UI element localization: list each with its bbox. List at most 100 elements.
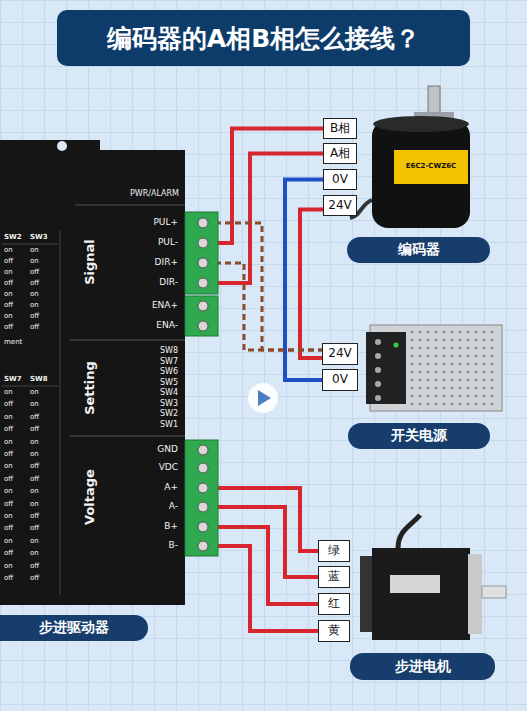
caption-pill: 步进电机	[350, 653, 495, 680]
encoder-drawing	[350, 86, 470, 228]
wire-label: 24V	[322, 343, 358, 365]
table-cell: off	[30, 313, 39, 321]
table-cell: off	[30, 324, 39, 332]
wire-label: 0V	[323, 169, 357, 190]
table-cell: on	[30, 247, 39, 255]
table-cell: off	[4, 575, 13, 583]
node-text: 0V	[332, 373, 348, 386]
table-cell: on	[4, 269, 13, 277]
node-text: 步进电机	[395, 659, 451, 674]
table-cell: off	[4, 280, 13, 288]
table-cell: off	[4, 550, 13, 558]
table-cell: on	[30, 550, 39, 558]
pin-label: SW2	[160, 410, 178, 419]
wire	[185, 129, 323, 244]
power-supply-drawing	[366, 325, 502, 411]
wire-label: B相	[323, 118, 357, 139]
node-text: 24V	[328, 347, 351, 360]
table-cell: on	[4, 563, 13, 571]
table-cell: on	[4, 389, 13, 397]
table-cell: on	[30, 258, 39, 266]
node-text: 步进驱动器	[39, 620, 109, 635]
node-text: 编码器	[398, 242, 440, 257]
table-cell: off	[4, 526, 13, 534]
table-cell: off	[30, 476, 39, 484]
table-cell: off	[30, 563, 39, 571]
table-cell: off	[30, 280, 39, 288]
table-cell: off	[30, 269, 39, 277]
pin-label: ENA-	[156, 321, 178, 331]
wire-label: A相	[323, 143, 357, 164]
node-text: 24V	[328, 199, 351, 212]
table-cell: off	[30, 575, 39, 583]
mount-hole	[57, 141, 67, 151]
table-cell: off	[4, 476, 13, 484]
table-cell: on	[4, 488, 13, 496]
table-cell: off	[4, 324, 13, 332]
wire-label: 蓝	[318, 566, 350, 588]
group-label: Voltage	[83, 469, 97, 525]
table-cell: off	[4, 302, 13, 310]
model-label: E6C2-CWZ6C	[406, 163, 457, 171]
node-text: A相	[330, 147, 350, 160]
wire-label: 黄	[318, 620, 350, 642]
title-banner: 编码器的A相B相怎么接线？	[57, 10, 470, 66]
wire-label: 绿	[318, 540, 350, 562]
divider	[70, 436, 185, 437]
wire-label: 0V	[322, 369, 358, 391]
pin-label: SW1	[160, 420, 178, 429]
wire	[185, 223, 322, 350]
pin-label: SW6	[160, 368, 178, 377]
table-cell: on	[30, 488, 39, 496]
table-line	[2, 386, 58, 387]
pin-label: DIR-	[159, 278, 178, 288]
table-cell: on	[30, 291, 39, 299]
pin-label: SW4	[160, 389, 178, 398]
pin-label: PUL+	[153, 218, 178, 228]
group-label: Signal	[83, 239, 97, 285]
node-text: B相	[330, 122, 350, 135]
table-cell: on	[4, 313, 13, 321]
table-cell: on	[30, 402, 39, 410]
node-text: 红	[328, 597, 340, 610]
table-cell: on	[30, 451, 39, 459]
node-text: 绿	[328, 544, 340, 557]
table-cell: off	[4, 451, 13, 459]
caption-pill: 开关电源	[348, 423, 490, 449]
table-cell: off	[4, 402, 13, 410]
caption-pill: 编码器	[347, 237, 490, 263]
terminal-block	[185, 212, 218, 556]
pin-label: A-	[169, 502, 178, 512]
table-cell: ment	[4, 339, 22, 347]
pin-label: VDC	[159, 463, 178, 473]
pin-label: GND	[157, 445, 178, 455]
table-cell: on	[4, 247, 13, 255]
pin-label: A+	[164, 483, 178, 493]
pin-label: B+	[164, 522, 178, 532]
table-cell: on	[30, 439, 39, 447]
wire	[185, 546, 318, 631]
node-text: 黄	[328, 624, 340, 637]
driver-body	[0, 140, 185, 605]
pin-label: SW3	[160, 399, 178, 408]
table-line	[60, 230, 61, 595]
caption-pill: 步进驱动器	[0, 615, 148, 641]
pin-label: B-	[169, 541, 178, 551]
group-label: Setting	[83, 361, 97, 415]
pin-label: ENA+	[152, 301, 178, 311]
table-cell: on	[4, 538, 13, 546]
node-text: PWR/ALARM	[130, 190, 179, 199]
table-cell: off	[30, 513, 39, 521]
divider	[75, 205, 185, 206]
motor-drawing	[360, 515, 506, 640]
table-cell: SW3	[30, 234, 48, 242]
divider	[70, 340, 185, 341]
table-cell: on	[30, 302, 39, 310]
table-cell: off	[30, 426, 39, 434]
table-cell: off	[4, 258, 13, 266]
table-line	[2, 244, 58, 245]
node-text: 蓝	[328, 570, 340, 583]
wire-label: 红	[318, 593, 350, 615]
table-cell: on	[4, 513, 13, 521]
